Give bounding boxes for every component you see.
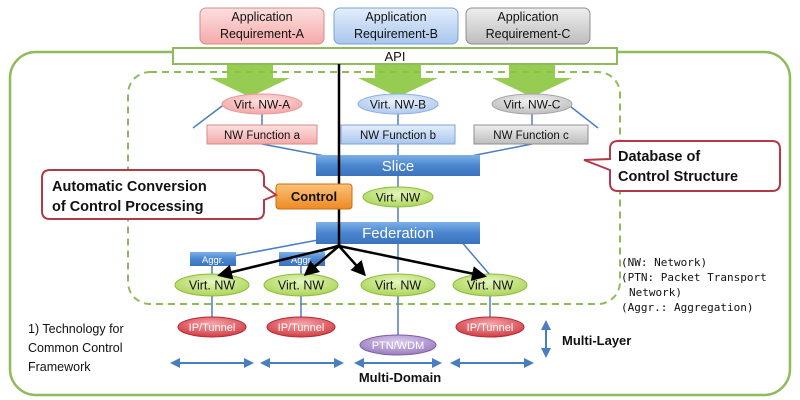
virt-nw-a[interactable]: Virt. NW-A <box>221 93 303 115</box>
nw-function-c[interactable]: NW Function c <box>473 124 589 145</box>
flow-arrow-a <box>210 64 290 97</box>
note-ptn-1: (PTN: Packet Transport <box>621 271 767 284</box>
requirement-b-line1: Application <box>365 10 426 24</box>
virt-nw-middle-label: Virt. NW <box>376 191 421 205</box>
ip-tunnel-2-label: IP/Tunnel <box>278 322 325 334</box>
flow-arrow-b <box>358 64 438 97</box>
virt-nw-bottom-1[interactable]: Virt. NW <box>174 273 250 297</box>
virt-nw-bottom-2[interactable]: Virt. NW <box>263 273 339 297</box>
nw-function-b-label: NW Function b <box>360 130 436 142</box>
virt-nw-c[interactable]: Virt. NW-C <box>491 93 573 115</box>
requirement-b-line2: Requirement-B <box>354 27 438 41</box>
nw-function-a[interactable]: NW Function a <box>206 124 318 145</box>
callout-automatic-line1: Automatic Conversion <box>52 179 207 195</box>
ip-tunnel-3-label: IP/Tunnel <box>467 322 514 334</box>
virt-nw-bottom-1-label: Virt. NW <box>189 279 235 293</box>
ip-tunnel-1-label: IP/Tunnel <box>189 322 236 334</box>
virt-nw-bottom-3-label: Virt. NW <box>375 279 421 293</box>
ip-tunnel-1[interactable]: IP/Tunnel <box>177 316 247 338</box>
virt-nw-a-label: Virt. NW-A <box>234 98 290 112</box>
caption: 1) Technology for Common Control Framewo… <box>28 322 124 374</box>
callout-automatic-line2: of Control Processing <box>52 199 203 215</box>
requirement-c-line1: Application <box>497 10 558 24</box>
slice-bar[interactable]: Slice <box>316 155 480 176</box>
flow-arrow-c <box>492 64 572 97</box>
ip-tunnel-2[interactable]: IP/Tunnel <box>266 316 336 338</box>
aggr-box-1[interactable]: Aggr. <box>190 252 236 266</box>
aggr-label-1: Aggr. <box>202 255 224 266</box>
virt-nw-b-label: Virt. NW-B <box>370 98 426 112</box>
ip-tunnel-3[interactable]: IP/Tunnel <box>455 316 525 338</box>
callout-database-line1: Database of <box>618 149 700 165</box>
callout-database-line2: Control Structure <box>618 169 738 185</box>
note-nw: (NW: Network) <box>621 256 707 269</box>
virt-nw-bottom-4-label: Virt. NW <box>467 279 513 293</box>
callout-database: Database of Control Structure <box>583 140 781 192</box>
nw-function-c-label: NW Function c <box>493 130 569 142</box>
api-label: API <box>385 49 406 64</box>
control-box[interactable]: Control <box>275 183 353 210</box>
callout-automatic-conversion: Automatic Conversion of Control Processi… <box>41 169 278 220</box>
ptn-wdm[interactable]: PTN/WDM <box>359 334 437 356</box>
caption-line3: Framework <box>28 360 91 374</box>
caption-line1: 1) Technology for <box>28 322 124 336</box>
requirement-box-b[interactable]: Application Requirement-B <box>333 7 459 45</box>
federation-label: Federation <box>362 225 434 242</box>
nw-function-b[interactable]: NW Function b <box>340 124 456 145</box>
virt-nw-middle[interactable]: Virt. NW <box>362 186 434 208</box>
requirement-a-line2: Requirement-A <box>220 27 305 41</box>
note-aggr: (Aggr.: Aggregation) <box>621 301 753 314</box>
ptn-wdm-label: PTN/WDM <box>372 340 425 352</box>
requirement-c-line2: Requirement-C <box>486 27 571 41</box>
control-label: Control <box>291 189 337 204</box>
slice-label: Slice <box>382 158 415 175</box>
virt-nw-b[interactable]: Virt. NW-B <box>357 93 439 115</box>
requirement-box-c[interactable]: Application Requirement-C <box>465 7 591 45</box>
abbreviation-notes: (NW: Network) (PTN: Packet Transport Net… <box>621 256 767 314</box>
caption-line2: Common Control <box>28 341 122 355</box>
nw-function-a-label: NW Function a <box>224 130 301 142</box>
virt-nw-c-label: Virt. NW-C <box>504 98 561 112</box>
note-ptn-2: Network) <box>629 286 682 299</box>
requirement-a-line1: Application <box>231 10 292 24</box>
api-bar[interactable]: API <box>172 47 618 65</box>
requirement-box-a[interactable]: Application Requirement-A <box>199 7 325 45</box>
control-flow-lines <box>217 64 487 281</box>
multi-domain-label: Multi-Domain <box>359 370 441 385</box>
virt-nw-bottom-2-label: Virt. NW <box>278 279 324 293</box>
aggr-label-2: Aggr. <box>291 255 313 266</box>
virt-nw-bottom-4[interactable]: Virt. NW <box>452 273 528 297</box>
federation-bar[interactable]: Federation <box>316 222 480 244</box>
multi-layer-label: Multi-Layer <box>562 333 631 348</box>
virt-nw-bottom-3[interactable]: Virt. NW <box>360 273 436 297</box>
